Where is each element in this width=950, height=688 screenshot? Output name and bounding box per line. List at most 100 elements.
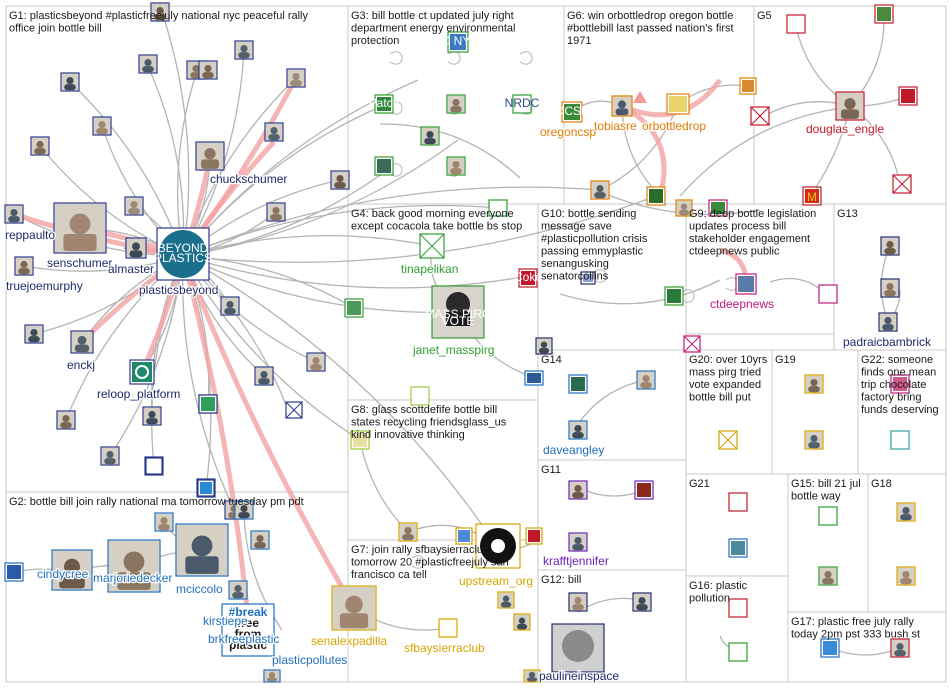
edge bbox=[182, 255, 499, 549]
label-paulineinspace: paulineinspace bbox=[539, 669, 619, 683]
group-title-g13: G13 bbox=[837, 208, 858, 220]
avatar-node bbox=[56, 410, 76, 430]
tile-fill bbox=[571, 377, 585, 391]
node-tile bbox=[646, 186, 666, 206]
tile-fill bbox=[789, 17, 803, 31]
avatar-head bbox=[77, 335, 87, 345]
avatar-body bbox=[884, 248, 896, 255]
tile-fill bbox=[458, 530, 470, 542]
node-almaster bbox=[125, 237, 147, 259]
avatar-head bbox=[518, 617, 526, 624]
highlight-edge bbox=[620, 103, 667, 197]
avatar-body bbox=[450, 106, 462, 113]
group-title-g22: G22: someone bbox=[861, 354, 933, 366]
group-title-g22: funds deserving bbox=[861, 404, 939, 416]
janet-mask bbox=[446, 312, 470, 326]
avatar-body bbox=[232, 592, 244, 599]
avatar-body bbox=[146, 418, 158, 425]
avatar-node bbox=[535, 337, 553, 355]
empty-cross bbox=[285, 401, 303, 419]
avatar-body bbox=[128, 208, 140, 215]
avatar-body bbox=[117, 572, 151, 590]
tile-fill bbox=[893, 433, 907, 447]
avatar-node bbox=[590, 180, 610, 200]
tile-fill bbox=[731, 541, 745, 555]
self-loop bbox=[519, 51, 533, 65]
self-loop bbox=[593, 269, 607, 283]
group-title-g20: G20: over 10yrs bbox=[689, 354, 768, 366]
avatar-body bbox=[96, 128, 108, 135]
tile-fill bbox=[132, 362, 152, 382]
group-title-g20: vote expanded bbox=[689, 379, 761, 391]
tile-fill bbox=[413, 389, 427, 403]
tile-fill bbox=[637, 483, 651, 497]
tile-fill bbox=[491, 202, 505, 214]
avatar-head bbox=[426, 130, 434, 139]
node-tile bbox=[890, 430, 910, 450]
avatar-body bbox=[310, 364, 322, 371]
empty-cross bbox=[419, 233, 445, 259]
node-orbottledrop bbox=[666, 93, 690, 115]
tile-fill bbox=[377, 97, 391, 111]
avatar-node bbox=[154, 512, 174, 532]
group-title-g9: ctdeepnews public bbox=[689, 246, 780, 258]
label-senschumer: senschumer bbox=[47, 256, 112, 270]
arrowhead bbox=[633, 91, 647, 103]
node-padraicbambrick bbox=[878, 312, 898, 332]
node-reloop_platform bbox=[129, 359, 155, 385]
avatar-body bbox=[572, 604, 584, 611]
node-tile bbox=[818, 284, 838, 304]
node-tile bbox=[664, 286, 684, 306]
avatar-head bbox=[824, 570, 832, 579]
avatar-body bbox=[884, 290, 896, 297]
avatar-head bbox=[30, 328, 38, 337]
empty-cross bbox=[892, 174, 912, 194]
pauline-face bbox=[562, 630, 594, 662]
avatar-body bbox=[822, 578, 834, 585]
avatar-head bbox=[574, 424, 582, 433]
group-title-g1: G1: plasticsbeyond #plasticfreejuly nati… bbox=[9, 10, 308, 22]
group-boxes bbox=[5, 5, 947, 683]
node-senalexpadilla bbox=[331, 585, 377, 631]
avatar-head bbox=[345, 595, 363, 614]
group-title-g19: G19 bbox=[775, 354, 796, 366]
label-oregoncsp: oregoncsp bbox=[540, 125, 596, 139]
avatar-head bbox=[886, 282, 894, 291]
bffp-text: plastic bbox=[229, 638, 267, 652]
avatar-head bbox=[98, 120, 106, 129]
label-padraicbambrick: padraicbambrick bbox=[843, 335, 932, 349]
node-tile bbox=[728, 642, 748, 662]
avatar-body bbox=[224, 308, 236, 315]
avatar-node bbox=[138, 54, 158, 74]
highlight-edge bbox=[180, 255, 251, 619]
group-title-g7: G7: join rally sfbaysierraclub bbox=[351, 544, 489, 556]
avatar-body bbox=[808, 442, 820, 449]
empty-cross bbox=[718, 430, 738, 450]
avatar-body bbox=[500, 601, 512, 608]
avatar-head bbox=[69, 213, 91, 235]
avatar-head bbox=[596, 184, 604, 193]
group-title-g1: office join bottle bill bbox=[9, 23, 102, 35]
group-title-g20: mass pirg tried bbox=[689, 367, 761, 379]
node-tile bbox=[580, 271, 596, 285]
group-title-g17: G17: plastic free july rally bbox=[791, 616, 914, 628]
avatar-head bbox=[312, 356, 320, 365]
avatar-body bbox=[572, 432, 584, 439]
avatar-body bbox=[28, 336, 40, 343]
edge bbox=[559, 279, 721, 305]
avatar-head bbox=[130, 200, 138, 209]
self-loop bbox=[447, 51, 461, 65]
group-title-g8: G8: glass scottdefife bottle bill bbox=[351, 404, 497, 416]
label-almaster: almaster bbox=[108, 262, 154, 276]
tile-text: M bbox=[807, 190, 817, 204]
avatar-node bbox=[250, 530, 270, 550]
avatar-node bbox=[818, 566, 838, 586]
group-title-g10: #plasticpollution crisis bbox=[541, 233, 648, 245]
group-title-g10: passing emmyplastic bbox=[541, 246, 644, 258]
avatar-body bbox=[900, 514, 912, 521]
avatar-body bbox=[270, 214, 282, 221]
node-krafftjennifer bbox=[568, 532, 588, 552]
